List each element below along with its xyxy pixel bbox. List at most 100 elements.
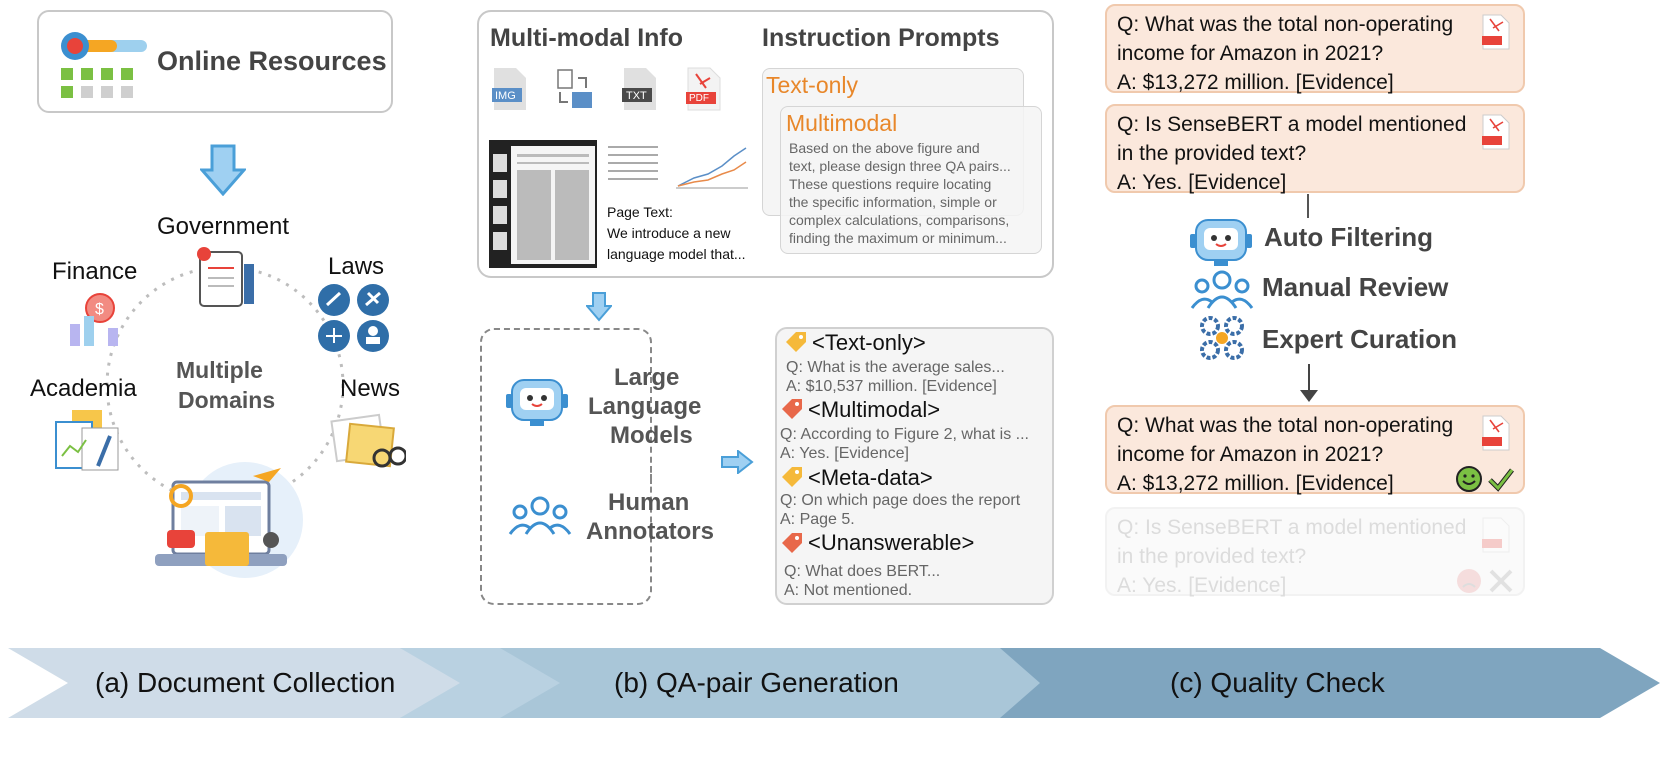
qa-card-sensebert-q1: Q: Is SenseBERT a model mentioned <box>1117 113 1467 136</box>
instruction-prompts-title: Instruction Prompts <box>762 24 1000 52</box>
table-thumbnail <box>608 146 658 180</box>
domain-government-label: Government <box>157 213 290 240</box>
page-text-line1: We introduce a new <box>607 225 731 241</box>
domain-academia-label: Academia <box>30 375 137 402</box>
domain-laws-label: Laws <box>328 253 385 280</box>
news-icon <box>330 413 406 468</box>
process-arrow-band <box>8 648 1660 718</box>
finance-icon: $ <box>70 293 118 346</box>
text-to-image-icon <box>557 69 592 108</box>
img-file-icon <box>492 68 526 110</box>
domain-news-label: News <box>340 375 401 402</box>
people-icon <box>508 496 572 535</box>
prompt-body-4: complex calculations, comparisons, <box>789 212 1010 228</box>
qa-types-card <box>775 327 1054 605</box>
qa-type-multimodal-q: Q: According to Figure 2, what is ... <box>780 426 1029 443</box>
qa-card-amazon: Q: What was the total non-operating inco… <box>1105 4 1525 94</box>
qa-card-rejected-q1: Q: Is SenseBERT a model mentioned <box>1117 516 1467 539</box>
page-text-label: Page Text: <box>607 204 673 220</box>
connector-line <box>1307 194 1309 218</box>
pdf-icon <box>1482 114 1510 150</box>
domains-circle <box>105 265 345 505</box>
robot-icon <box>1190 219 1252 266</box>
down-arrow-small-icon <box>586 292 612 322</box>
multiple-domains-line2: Domains <box>178 387 276 413</box>
prompt-body-3: the specific information, simple or <box>789 194 997 210</box>
prompt-body-5: finding the maximum or minimum... <box>789 230 1007 246</box>
qa-card-amazon-accepted: Q: What was the total non-operating inco… <box>1105 405 1525 495</box>
people-icon <box>1190 270 1254 309</box>
qa-type-multimodal-a: A: Yes. [Evidence] <box>780 445 909 462</box>
chart-thumbnail <box>676 147 748 189</box>
right-arrow-icon <box>721 450 754 474</box>
tag-icon-red <box>782 399 802 419</box>
laws-icon <box>318 284 389 352</box>
gears-icon <box>1200 316 1244 360</box>
llm-label-line2: Language <box>588 393 702 420</box>
qa-type-meta-data-q: Q: On which page does the report <box>780 492 1021 509</box>
domain-finance-label: Finance <box>52 258 138 285</box>
qa-type-text-only: <Text-only> <box>812 330 926 355</box>
auto-filtering-label: Auto Filtering <box>1264 222 1433 252</box>
divider-dashed <box>650 458 652 484</box>
human-label-line1: Human <box>608 489 690 516</box>
step-qa-pair-generation: (b) QA-pair Generation <box>614 667 899 698</box>
qa-type-meta-data-a: A: Page 5. <box>780 511 855 528</box>
qa-card-amazon-q1: Q: What was the total non-operating <box>1117 13 1454 36</box>
qa-card-sensebert: Q: Is SenseBERT a model mentioned in the… <box>1105 104 1525 194</box>
prompt-multimodal-card <box>780 106 1042 254</box>
pdf-icon <box>1482 517 1510 553</box>
qa-card-sensebert-q2: in the provided text? <box>1117 142 1307 165</box>
llm-label-line1: Large <box>614 364 680 391</box>
prompt-body-0: Based on the above figure and <box>789 140 980 156</box>
prompt-body-1: text, please design three QA pairs... <box>789 158 1011 174</box>
qa-card-rejected-a: A: Yes. [Evidence] <box>1117 574 1287 597</box>
tag-icon-yellow-2 <box>782 467 802 487</box>
pdf-icon <box>1482 14 1510 50</box>
laptop-icon <box>155 462 303 578</box>
qa-type-unanswerable-q: Q: What does BERT... <box>784 563 941 580</box>
prompt-multimodal-label: Multimodal <box>786 110 898 136</box>
robot-icon <box>506 379 568 426</box>
qa-type-unanswerable-a: A: Not mentioned. <box>784 582 913 599</box>
prompt-body-2: These questions require locating <box>789 176 992 192</box>
qa-card-sensebert-a: A: Yes. [Evidence] <box>1117 171 1287 194</box>
human-label-line2: Annotators <box>586 518 714 545</box>
qa-type-unanswerable: <Unanswerable> <box>808 530 975 555</box>
qa-type-text-only-a: A: $10,537 million. [Evidence] <box>786 378 997 395</box>
pdf-file-icon <box>686 67 721 111</box>
qa-type-text-only-q: Q: What is the average sales... <box>786 359 1005 376</box>
online-resources-label: Online Resources <box>157 46 387 76</box>
qa-card-sensebert-rejected: Q: Is SenseBERT a model mentioned in the… <box>1105 507 1525 597</box>
step-quality-check: (c) Quality Check <box>1170 667 1385 698</box>
pdf-icon <box>1482 415 1510 451</box>
img-file-label: IMG <box>495 90 516 102</box>
online-resources-box: Online Resources <box>37 10 393 113</box>
tag-icon-yellow <box>786 332 806 352</box>
txt-file-label: TXT <box>626 90 647 102</box>
page-text-line2: language model that... <box>607 246 746 262</box>
check-icon <box>1488 468 1514 492</box>
spider-search-icon <box>61 32 147 98</box>
txt-file-icon <box>622 68 656 110</box>
qa-card-accepted-q1: Q: What was the total non-operating <box>1117 414 1454 437</box>
academia-icon <box>55 410 119 471</box>
down-arrow-icon <box>200 144 246 196</box>
government-icon <box>197 247 254 307</box>
cross-icon <box>1489 569 1513 593</box>
pdf-file-label: PDF <box>689 93 709 104</box>
qa-card-amazon-q2: income for Amazon in 2021? <box>1117 42 1384 65</box>
multimodal-info-title: Multi-modal Info <box>490 24 684 52</box>
tag-icon-red-2 <box>782 533 802 553</box>
sad-icon <box>1457 569 1481 593</box>
smile-icon <box>1456 466 1482 492</box>
step-document-collection: (a) Document Collection <box>95 667 396 698</box>
llm-label-line3: Models <box>610 422 693 449</box>
svg-text:$: $ <box>95 301 104 318</box>
qa-card-amazon-a: A: $13,272 million. [Evidence] <box>1117 71 1394 94</box>
multiple-domains-line1: Multiple <box>176 357 263 383</box>
expert-curation-label: Expert Curation <box>1262 324 1458 354</box>
qa-card-rejected-q2: in the provided text? <box>1117 545 1307 568</box>
document-thumbnail <box>489 140 597 268</box>
qa-type-multimodal: <Multimodal> <box>808 397 941 422</box>
